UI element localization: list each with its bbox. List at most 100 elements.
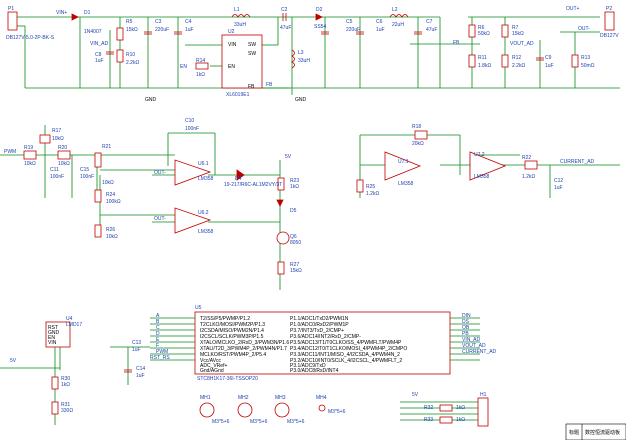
svg-text:R20: R20 — [58, 145, 67, 151]
svg-text:33uH: 33uH — [298, 58, 310, 64]
svg-text:R18: R18 — [412, 124, 421, 130]
svg-text:C2: C2 — [281, 7, 288, 13]
pwm-labels: PWM R19 10kΩ R17 10kΩ R20 10kΩ C11 100nF… — [4, 118, 595, 274]
svg-text:OUT-: OUT- — [154, 216, 166, 222]
svg-text:15kΩ: 15kΩ — [126, 27, 138, 33]
power-labels: P1 DB127V-5.0-2P-BK-S VIN+ D1 1N4007 R5 … — [6, 6, 619, 103]
svg-text:1.2kΩ: 1.2kΩ — [522, 174, 535, 180]
svg-text:5V: 5V — [412, 392, 419, 398]
svg-text:Q6: Q6 — [290, 234, 297, 240]
svg-text:P1.1/ADC1/TxD2/PWM1N: P1.1/ADC1/TxD2/PWM1N — [290, 316, 349, 322]
svg-text:PB: PB — [462, 331, 469, 337]
svg-text:1uF: 1uF — [554, 185, 563, 191]
svg-text:100nF: 100nF — [50, 174, 64, 180]
svg-text:E: E — [156, 337, 160, 343]
u2-pin-vin: VIN — [228, 42, 237, 48]
svg-text:D2: D2 — [316, 7, 323, 13]
svg-text:D: D — [156, 331, 160, 337]
vin-ad-label: VIN_AD — [90, 41, 108, 47]
u5-part: STC8H1K17-36I-TSSOP20 — [197, 376, 258, 382]
svg-text:D5: D5 — [290, 208, 297, 214]
u2-pin-en: EN — [228, 64, 235, 70]
svg-text:MH4: MH4 — [316, 395, 327, 401]
u2-regulator: VIN EN SW SW FB U2 XL6019E1 — [221, 29, 263, 98]
svg-text:47uF: 47uF — [280, 25, 291, 31]
inductor-l2: L2 22uH — [389, 7, 409, 28]
svg-text:DS: DS — [462, 319, 470, 325]
svg-text:C9: C9 — [545, 55, 552, 61]
svg-text:MH3: MH3 — [275, 395, 286, 401]
svg-text:F: F — [156, 343, 159, 349]
svg-text:MH1: MH1 — [200, 395, 211, 401]
fb2-label: FB — [453, 40, 460, 46]
u2-ref: U2 — [228, 29, 235, 35]
p1-part: DB127V-5.0-2P-BK-S — [6, 35, 55, 41]
svg-text:R6: R6 — [478, 25, 485, 31]
svg-text:P3.0/ADC8/RxD/INT4: P3.0/ADC8/RxD/INT4 — [290, 368, 339, 374]
vin-plus-label: VIN+ — [56, 10, 67, 16]
svg-text:220uF: 220uF — [155, 27, 169, 33]
svg-text:1kΩ: 1kΩ — [456, 417, 465, 423]
u2-pin-fb: FB — [248, 84, 255, 90]
u2-pin-sw1: SW — [248, 42, 256, 48]
svg-text:10kΩ: 10kΩ — [58, 161, 70, 167]
svg-text:CURRENT_AD: CURRENT_AD — [462, 349, 497, 355]
svg-text:C3: C3 — [155, 19, 162, 25]
svg-text:VIN_AD: VIN_AD — [462, 337, 480, 343]
svg-text:220uF: 220uF — [346, 27, 360, 33]
fb-label: FB — [266, 82, 273, 88]
svg-text:2.2kΩ: 2.2kΩ — [126, 60, 139, 66]
svg-text:R11: R11 — [478, 55, 487, 61]
svg-text:C12: C12 — [554, 178, 563, 184]
svg-text:P3.7/INT3/TxD_2/CMP+: P3.7/INT3/TxD_2/CMP+ — [290, 328, 344, 334]
svg-text:R33: R33 — [424, 417, 433, 423]
svg-text:C10: C10 — [185, 118, 194, 124]
svg-text:C5: C5 — [346, 19, 353, 25]
svg-text:10kΩ: 10kΩ — [24, 161, 36, 167]
svg-text:U7.2: U7.2 — [474, 152, 485, 158]
svg-text:R21: R21 — [102, 144, 111, 150]
svg-text:10kΩ: 10kΩ — [106, 234, 118, 240]
svg-text:R32: R32 — [424, 405, 433, 411]
vout-ad-label: VOUT_AD — [510, 41, 534, 47]
title-label: 标题 — [569, 429, 579, 436]
svg-text:RST: RST — [48, 325, 58, 331]
svg-text:U7.1: U7.1 — [398, 159, 409, 165]
p2-ref: P2 — [606, 6, 612, 12]
svg-text:R26: R26 — [106, 227, 115, 233]
out-minus-label: OUT- — [578, 26, 590, 32]
svg-text:P3.2/ADC10/INT0/SCLK_4/I2CSCL_: P3.2/ADC10/INT0/SCLK_4/I2CSCL_4/PWMFLT_2 — [290, 358, 402, 364]
svg-text:P3.1/ADC9/TxD: P3.1/ADC9/TxD — [290, 363, 326, 369]
u4-block: U4 LMD17 RST GND EN VIN 5V R30 1kΩ R31 3… — [0, 316, 150, 425]
svg-text:RST_RS: RST_RS — [150, 355, 170, 361]
svg-text:R10: R10 — [126, 52, 135, 58]
pwm-label: PWM — [4, 149, 16, 155]
svg-text:OUT-: OUT- — [154, 170, 166, 176]
svg-text:1uF: 1uF — [185, 27, 194, 33]
svg-text:1kΩ: 1kΩ — [290, 184, 299, 190]
svg-text:L3: L3 — [298, 50, 304, 56]
svg-text:1uF: 1uF — [136, 373, 145, 379]
svg-text:R5: R5 — [126, 19, 133, 25]
svg-text:10kΩ: 10kΩ — [102, 180, 114, 186]
mounting-holes: MH1 M3*5+6 MH2 M3*5+6 MH3 M3*5+6 MH4 M3*… — [199, 395, 346, 425]
power-passives — [71, 13, 579, 70]
svg-text:I2CSCL/SCLK/PWM3P/P1.5: I2CSCL/SCLK/PWM3P/P1.5 — [200, 334, 264, 340]
svg-text:R30: R30 — [61, 376, 70, 382]
svg-text:1.2kΩ: 1.2kΩ — [366, 191, 379, 197]
svg-text:100kΩ: 100kΩ — [106, 199, 121, 205]
svg-text:LMD17: LMD17 — [66, 322, 82, 328]
svg-text:47uF: 47uF — [426, 27, 437, 33]
svg-text:1uF: 1uF — [545, 63, 554, 69]
svg-text:1kΩ: 1kΩ — [61, 382, 70, 388]
svg-text:GND: GND — [145, 97, 157, 103]
svg-text:R31: R31 — [61, 402, 70, 408]
svg-text:U6.2: U6.2 — [198, 210, 209, 216]
svg-text:B: B — [156, 319, 160, 325]
opamps — [23, 130, 538, 275]
svg-text:R12: R12 — [512, 55, 521, 61]
svg-text:H1: H1 — [480, 392, 487, 398]
svg-text:15kΩ: 15kΩ — [290, 268, 302, 274]
svg-text:I2CSDA/MISO/PWM2N/P1.4: I2CSDA/MISO/PWM2N/P1.4 — [200, 328, 264, 334]
